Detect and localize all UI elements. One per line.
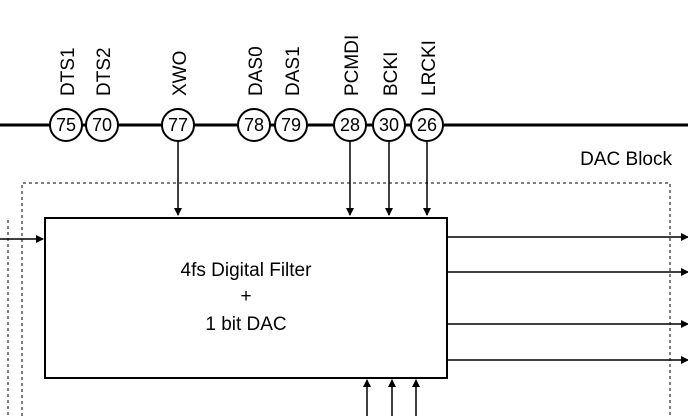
pin-number-das1: 79 — [281, 115, 301, 135]
pin-label-pcmdi: PCMDI — [342, 35, 363, 96]
pin-label-xwo: XWO — [170, 51, 191, 96]
filter-line-1: 4fs Digital Filter — [181, 260, 313, 281]
pin-xwo: XWO 77 — [161, 51, 195, 142]
pin-number-das0: 78 — [244, 115, 264, 135]
pin-number-xwo: 77 — [168, 115, 188, 135]
pin-label-bcki: BCKI — [381, 52, 402, 96]
pin-number-pcmdi: 28 — [340, 115, 360, 135]
pin-label-dts1: DTS1 — [58, 47, 79, 96]
dac-block-boundary — [21, 182, 671, 416]
pin-bcki: BCKI 30 — [372, 52, 406, 142]
filter-line-2: + — [240, 286, 251, 307]
pin-label-lrcki: LRCKI — [419, 40, 440, 96]
pin-circle-dts1 — [49, 108, 83, 142]
filter-line-3: 1 bit DAC — [205, 314, 286, 335]
pin-number-bcki: 30 — [379, 115, 399, 135]
pin-label-das0: DAS0 — [246, 46, 267, 96]
pin-number-dts2: 70 — [92, 115, 112, 135]
pin-label-das1: DAS1 — [283, 46, 304, 96]
pin-das0: DAS0 78 — [237, 46, 271, 142]
pin-dts1: DTS1 75 — [49, 47, 83, 142]
pin-dts2: DTS2 70 — [85, 47, 119, 142]
pin-circle-das1 — [274, 108, 308, 142]
pin-das1: DAS1 79 — [274, 46, 308, 142]
pin-number-dts1: 75 — [56, 115, 76, 135]
pin-circle-das0 — [237, 108, 271, 142]
pin-label-dts2: DTS2 — [94, 47, 115, 96]
dac-block-label: DAC Block — [580, 149, 672, 170]
pin-circle-dts2 — [85, 108, 119, 142]
pin-pcmdi: PCMDI 28 — [333, 35, 367, 142]
pin-number-lrcki: 26 — [417, 115, 437, 135]
pin-lrcki: LRCKI 26 — [410, 40, 444, 142]
filter-dac-box — [44, 217, 448, 379]
